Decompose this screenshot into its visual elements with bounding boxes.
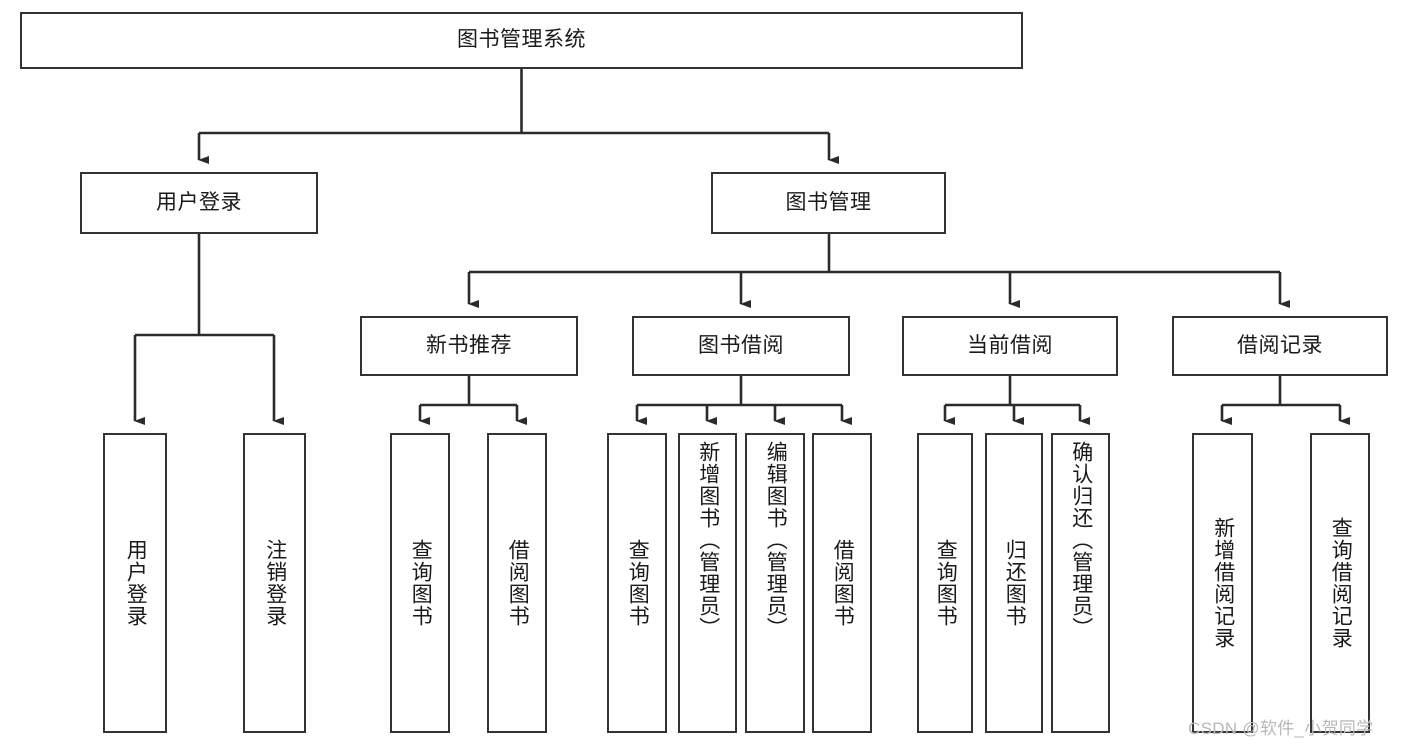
node-leaf-confirm-return[interactable]: 确认归还（管理员）: [1051, 433, 1110, 733]
node-leaf-confirm-return-label: 确认归还（管理员）: [1069, 441, 1093, 639]
node-leaf-edit-book-label: 编辑图书（管理员）: [764, 441, 788, 639]
node-leaf-borrow-book-1-label: 借阅图书: [506, 539, 530, 627]
node-leaf-borrow-book-2[interactable]: 借阅图书: [812, 433, 872, 733]
watermark-text: CSDN @软件_小贺同学: [1188, 719, 1374, 738]
node-new-book-recommend[interactable]: 新书推荐: [360, 316, 578, 376]
node-leaf-add-record[interactable]: 新增借阅记录: [1192, 433, 1253, 733]
node-leaf-query-book-2-label: 查询图书: [626, 539, 650, 627]
node-leaf-add-book[interactable]: 新增图书（管理员）: [678, 433, 737, 733]
node-current-borrow[interactable]: 当前借阅: [902, 316, 1118, 376]
node-leaf-query-book-3-label: 查询图书: [934, 539, 958, 627]
node-root[interactable]: 图书管理系统: [20, 12, 1023, 69]
node-current-borrow-label: 当前借阅: [967, 333, 1053, 357]
node-leaf-user-login-label: 用户登录: [124, 539, 148, 627]
node-leaf-query-book-2[interactable]: 查询图书: [607, 433, 667, 733]
node-leaf-user-login[interactable]: 用户登录: [103, 433, 167, 733]
node-leaf-user-logout-label: 注销登录: [263, 539, 287, 627]
node-leaf-add-book-label: 新增图书（管理员）: [696, 441, 720, 639]
node-book-management[interactable]: 图书管理: [711, 172, 946, 234]
node-book-management-label: 图书管理: [785, 190, 872, 214]
node-leaf-return-book-label: 归还图书: [1003, 539, 1027, 627]
node-user-login[interactable]: 用户登录: [80, 172, 318, 234]
node-leaf-query-record-label: 查询借阅记录: [1329, 517, 1353, 649]
node-book-borrow-label: 图书借阅: [698, 333, 784, 357]
node-root-label: 图书管理系统: [457, 28, 586, 52]
node-user-login-label: 用户登录: [156, 190, 242, 214]
node-borrow-record-label: 借阅记录: [1237, 333, 1323, 357]
node-leaf-return-book[interactable]: 归还图书: [985, 433, 1043, 733]
node-new-book-recommend-label: 新书推荐: [426, 333, 512, 357]
node-leaf-query-book-1[interactable]: 查询图书: [390, 433, 450, 733]
node-borrow-record[interactable]: 借阅记录: [1172, 316, 1388, 376]
node-book-borrow[interactable]: 图书借阅: [632, 316, 850, 376]
node-leaf-add-record-label: 新增借阅记录: [1211, 517, 1235, 649]
node-leaf-edit-book[interactable]: 编辑图书（管理员）: [745, 433, 805, 733]
node-leaf-user-logout[interactable]: 注销登录: [243, 433, 306, 733]
node-leaf-query-book-3[interactable]: 查询图书: [917, 433, 973, 733]
node-leaf-query-book-1-label: 查询图书: [409, 539, 433, 627]
node-leaf-borrow-book-1[interactable]: 借阅图书: [487, 433, 547, 733]
node-leaf-borrow-book-2-label: 借阅图书: [831, 539, 855, 627]
node-leaf-query-record[interactable]: 查询借阅记录: [1310, 433, 1370, 733]
